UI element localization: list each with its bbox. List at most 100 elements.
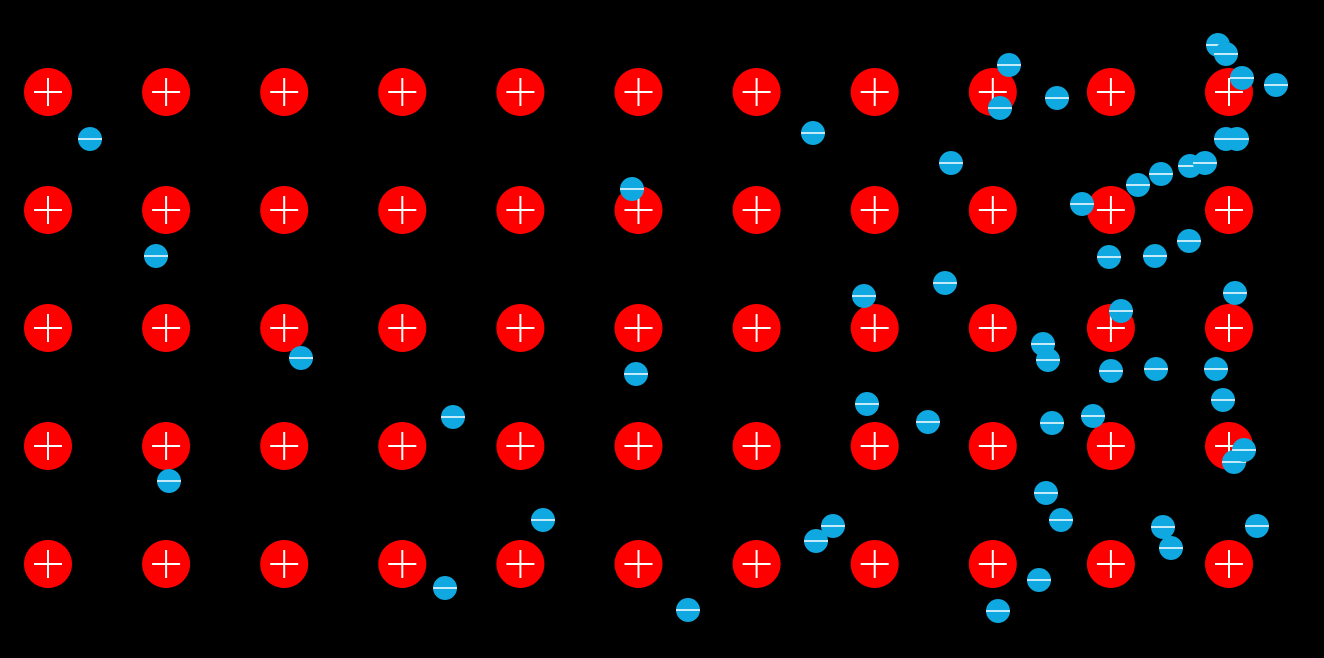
electron bbox=[1097, 245, 1121, 269]
positive-ion bbox=[24, 540, 72, 588]
positive-ion bbox=[496, 68, 545, 116]
electron bbox=[433, 576, 457, 600]
plus-sign-icon bbox=[742, 432, 771, 460]
plus-sign-icon bbox=[1096, 196, 1125, 224]
plus-sign-icon bbox=[152, 432, 181, 460]
plus-sign-icon bbox=[34, 196, 62, 224]
electron bbox=[804, 529, 828, 553]
positive-ion bbox=[260, 540, 309, 588]
positive-ion bbox=[1205, 304, 1253, 352]
positive-ion bbox=[732, 422, 781, 470]
plus-sign-icon bbox=[1096, 550, 1125, 578]
plus-sign-icon bbox=[1215, 196, 1243, 224]
electron bbox=[986, 599, 1010, 623]
plus-sign-icon bbox=[270, 314, 299, 342]
positive-ion bbox=[850, 540, 899, 588]
plus-sign-icon bbox=[388, 196, 417, 224]
plus-sign-icon bbox=[624, 78, 653, 106]
positive-ion bbox=[378, 540, 427, 588]
positive-ion bbox=[850, 304, 899, 352]
positive-ion bbox=[968, 304, 1017, 352]
electron bbox=[1159, 536, 1183, 560]
electron bbox=[1223, 281, 1247, 305]
plus-sign-icon bbox=[506, 196, 535, 224]
positive-ion bbox=[614, 540, 663, 588]
positive-ion bbox=[732, 540, 781, 588]
plus-sign-icon bbox=[506, 314, 535, 342]
positive-ion bbox=[260, 422, 309, 470]
electron bbox=[855, 392, 879, 416]
plus-sign-icon bbox=[860, 78, 889, 106]
plus-sign-icon bbox=[1215, 78, 1243, 106]
electron bbox=[1149, 162, 1173, 186]
positive-ion bbox=[24, 422, 72, 470]
positive-ion bbox=[142, 186, 191, 234]
plus-sign-icon bbox=[270, 78, 299, 106]
electron bbox=[78, 127, 102, 151]
plus-sign-icon bbox=[388, 432, 417, 460]
free-electron-cloud bbox=[78, 33, 1288, 623]
plus-sign-icon bbox=[742, 196, 771, 224]
electron bbox=[1070, 192, 1094, 216]
electron bbox=[1151, 515, 1175, 539]
positive-ion bbox=[378, 304, 427, 352]
electron bbox=[1143, 244, 1167, 268]
electron bbox=[1193, 151, 1217, 175]
electron bbox=[939, 151, 963, 175]
plus-sign-icon bbox=[34, 78, 62, 106]
positive-ion bbox=[24, 186, 72, 234]
plus-sign-icon bbox=[388, 78, 417, 106]
electron bbox=[916, 410, 940, 434]
plus-sign-icon bbox=[152, 196, 181, 224]
electron bbox=[620, 177, 644, 201]
electron bbox=[1214, 42, 1238, 66]
plus-sign-icon bbox=[1215, 314, 1243, 342]
positive-ion bbox=[850, 186, 899, 234]
plus-sign-icon bbox=[388, 550, 417, 578]
positive-ion bbox=[1086, 540, 1135, 588]
positive-ion-lattice bbox=[24, 68, 1253, 588]
positive-ion bbox=[260, 186, 309, 234]
positive-ion bbox=[1086, 186, 1135, 234]
electron bbox=[441, 405, 465, 429]
electron bbox=[1040, 411, 1064, 435]
positive-ion bbox=[968, 540, 1017, 588]
plus-sign-icon bbox=[152, 550, 181, 578]
electron bbox=[1225, 127, 1249, 151]
positive-ion bbox=[968, 186, 1017, 234]
electron bbox=[1177, 229, 1201, 253]
positive-ion bbox=[496, 422, 545, 470]
plus-sign-icon bbox=[1215, 550, 1243, 578]
electron bbox=[531, 508, 555, 532]
plus-sign-icon bbox=[624, 314, 653, 342]
electron bbox=[1099, 359, 1123, 383]
positive-ion bbox=[24, 68, 72, 116]
positive-ion bbox=[142, 304, 191, 352]
positive-ion bbox=[142, 68, 191, 116]
positive-ion bbox=[24, 304, 72, 352]
electron bbox=[1264, 73, 1288, 97]
electron bbox=[1045, 86, 1069, 110]
plus-sign-icon bbox=[1096, 314, 1125, 342]
plus-sign-icon bbox=[388, 314, 417, 342]
electron bbox=[144, 244, 168, 268]
electron bbox=[676, 598, 700, 622]
plus-sign-icon bbox=[1096, 78, 1125, 106]
positive-ion bbox=[378, 68, 427, 116]
electron bbox=[1230, 66, 1254, 90]
positive-ion bbox=[142, 422, 191, 470]
electron bbox=[1027, 568, 1051, 592]
plus-sign-icon bbox=[624, 196, 653, 224]
plus-sign-icon bbox=[1096, 432, 1125, 460]
positive-ion bbox=[496, 186, 545, 234]
plus-sign-icon bbox=[978, 432, 1007, 460]
plus-sign-icon bbox=[742, 314, 771, 342]
electron bbox=[1204, 357, 1228, 381]
positive-ion bbox=[732, 68, 781, 116]
positive-ion bbox=[260, 304, 309, 352]
plus-sign-icon bbox=[742, 78, 771, 106]
electron bbox=[997, 53, 1021, 77]
electron bbox=[1049, 508, 1073, 532]
positive-ion bbox=[732, 304, 781, 352]
electron bbox=[852, 284, 876, 308]
